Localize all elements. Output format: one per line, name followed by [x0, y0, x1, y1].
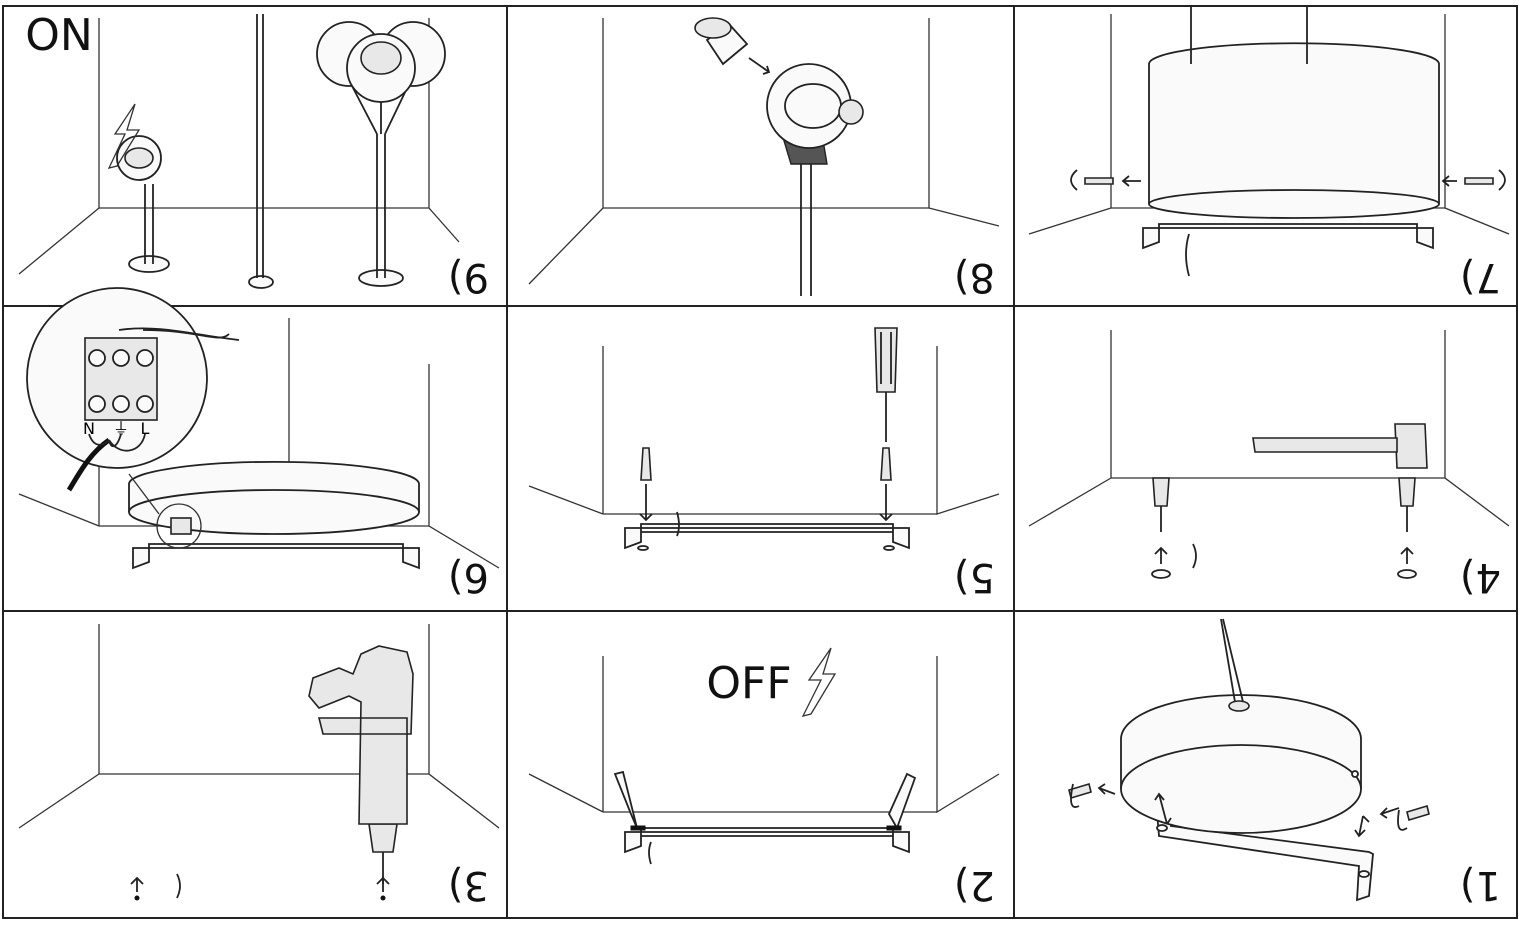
panel-step-5: 5)	[528, 327, 1000, 600]
pencil-right	[613, 770, 646, 831]
step-label: 3)	[448, 862, 489, 908]
terminal-block	[84, 337, 158, 421]
lightning-icon	[801, 647, 837, 717]
mounting-bracket	[132, 543, 420, 570]
step-label: 8)	[954, 254, 995, 300]
power-off-note: OFF	[706, 658, 791, 709]
screw-right	[1070, 169, 1141, 191]
lightning-icon	[107, 103, 141, 169]
power-on-note: ON	[25, 10, 93, 61]
hammer	[1252, 423, 1428, 469]
mounting-bracket	[624, 523, 910, 550]
screw-right	[1068, 782, 1092, 808]
panel-step-2: 2) OFF	[528, 647, 1000, 908]
mounting-bracket	[1156, 804, 1374, 902]
step-label: 1)	[1460, 862, 1501, 908]
screwdriver	[874, 327, 898, 442]
step-label: 6)	[448, 554, 489, 600]
step-label: 5)	[954, 554, 995, 600]
drill	[308, 645, 414, 884]
panel-step-6: 6)	[18, 287, 500, 600]
step-label: 4)	[1460, 554, 1501, 600]
screw-left	[1441, 169, 1506, 191]
lamp-pole	[248, 14, 274, 289]
panel-step-3: 3)	[18, 624, 500, 908]
ceiling-canopy	[1148, 42, 1440, 204]
panel-step-9: 9)	[18, 10, 489, 300]
screw-left	[879, 447, 893, 522]
wall-plug-right	[1152, 477, 1170, 532]
terminal-label-earth: ⏚	[113, 419, 129, 438]
screw-left	[1397, 804, 1430, 831]
spotlight-head	[766, 63, 864, 165]
pencil-left	[886, 772, 917, 831]
panel-step-1: 1)	[1068, 618, 1501, 908]
mounting-bracket	[1142, 223, 1434, 250]
panel-step-7: 7)	[1028, 6, 1510, 300]
terminal-label-n: N	[83, 419, 95, 438]
step-label: 7)	[1460, 254, 1501, 300]
panel-step-8: 8)	[528, 17, 1000, 300]
wall-plug-left	[1398, 477, 1416, 532]
panel-step-4: 4)	[1028, 330, 1510, 600]
floor-lamp-triple	[316, 21, 446, 287]
step-label: 9)	[448, 254, 489, 300]
gu10-bulb	[694, 17, 771, 75]
screw-right	[639, 447, 653, 522]
step-label: 2)	[954, 862, 995, 908]
terminal-label-l: L	[141, 419, 150, 438]
